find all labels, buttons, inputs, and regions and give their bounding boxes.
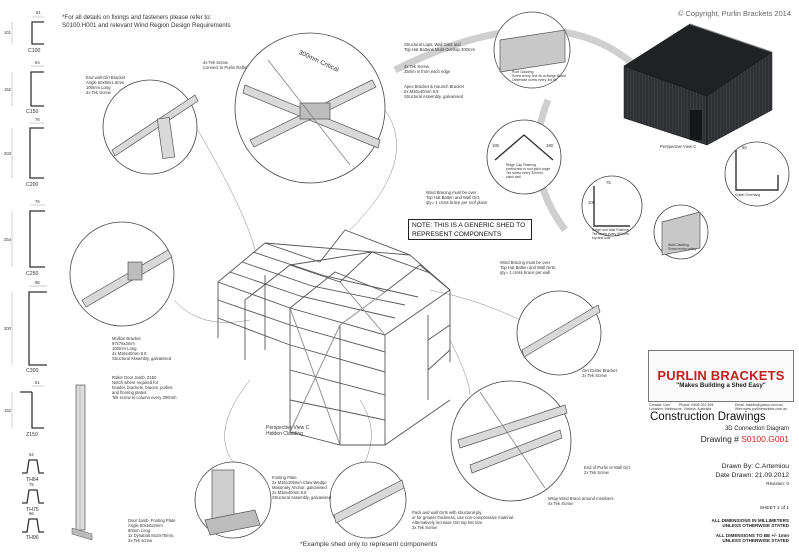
perspective-shed bbox=[623, 23, 773, 146]
section-label-c100: C100 bbox=[28, 48, 41, 54]
revision: Revision: 0 bbox=[766, 481, 789, 486]
section-label-th64: TH64 bbox=[26, 477, 39, 483]
section-dim-z150-w: 61 bbox=[35, 380, 40, 385]
label-perspective-hidden: Perspective View C Hidden Cladding bbox=[266, 425, 310, 437]
section-dim-th96: 96 bbox=[29, 511, 34, 516]
callout-barge-flashing: Barge and Wall Flashing Tek screw every … bbox=[592, 228, 630, 240]
section-label-c200: C200 bbox=[26, 182, 39, 188]
dim-ridge-2: 180 bbox=[546, 143, 553, 148]
drawing-title: Construction Drawings bbox=[650, 411, 766, 423]
company-tagline: "Makes Building a Shed Easy" bbox=[676, 382, 766, 389]
callout-wrap-wind: Wrap Wind Brace around members 4x Tek Sc… bbox=[548, 496, 614, 506]
drawn-by: Drawn By: C.Artemiou bbox=[721, 463, 789, 470]
section-dim-c150-w: 64 bbox=[35, 60, 40, 65]
section-dim-z150-h: 152 bbox=[4, 408, 11, 413]
section-dim-th75: 75 bbox=[29, 482, 34, 487]
section-dim-lines bbox=[11, 16, 47, 428]
section-label-th96: TH96 bbox=[26, 535, 39, 541]
callout-gutter-overhang: Gutter Overhang bbox=[735, 193, 761, 197]
section-label-c300: C300 bbox=[26, 368, 39, 374]
section-dim-c100-h: 101 bbox=[4, 30, 11, 35]
tolerance-note: ALL DIMENSIONS TO BE +/- 1mm UNLESS OTHE… bbox=[715, 533, 789, 543]
profile-c250 bbox=[29, 210, 45, 268]
dim-barge-1: 75 bbox=[606, 180, 611, 185]
units-note: ALL DIMENSIONS IN MILLIMETERS UNLESS OTH… bbox=[711, 518, 790, 528]
callout-wind-bracing-roof: Wind Bracing must be over Top Hat Batten… bbox=[426, 190, 488, 205]
profile-th64 bbox=[22, 459, 44, 474]
drawing-number-label: Drawing # bbox=[700, 434, 742, 444]
profile-c150 bbox=[30, 71, 44, 107]
drawing-number: S0100.G001 bbox=[741, 434, 789, 444]
section-dim-c200-h: 203 bbox=[4, 151, 11, 156]
profile-c200 bbox=[29, 127, 44, 179]
profile-th96 bbox=[22, 518, 44, 533]
callout-ridge-cap: Ridge Cap Flashing rivet/screw to roof p… bbox=[506, 163, 551, 179]
section-dim-c250-w: 76 bbox=[35, 199, 40, 204]
section-label-z150: Z150 bbox=[26, 432, 38, 438]
roller-door-jamb bbox=[71, 384, 93, 541]
section-profiles bbox=[20, 21, 47, 533]
section-label-c250: C250 bbox=[26, 271, 39, 277]
fixings-note: *For all details on fixings and fastener… bbox=[62, 14, 231, 29]
detail-ridge bbox=[486, 119, 562, 195]
section-dim-c100-w: 51 bbox=[36, 10, 41, 15]
callout-roller-door: Roller Door Jamb, Z150 Notch where requi… bbox=[112, 375, 177, 400]
section-label-th75: TH75 bbox=[26, 507, 39, 513]
callout-endwall-girt: End wall Girt Bracket Angle 50x50x1.6mm … bbox=[86, 75, 126, 95]
dim-barge-2: 100 bbox=[588, 200, 595, 205]
callout-tek-edge: 4x Tek Screw, 25mm in from each edge bbox=[404, 64, 451, 74]
drawing-subtitle: 3D Connection Diagram bbox=[724, 426, 789, 432]
callout-roof-cladding: Roof Cladding Screw every 2nd rib at Bar… bbox=[512, 70, 566, 82]
title-block: PURLIN BRACKETS "Makes Building a Shed E… bbox=[645, 350, 795, 554]
section-dim-c150-h: 152 bbox=[4, 87, 11, 92]
company-name: PURLIN BRACKETS bbox=[657, 368, 785, 383]
callout-wind-bracing-wall: Wind Bracing must be over Top Hat Batten… bbox=[500, 260, 557, 275]
drawing-number-line: Drawing # S0100.G001 bbox=[701, 434, 789, 444]
profile-c300 bbox=[28, 291, 47, 366]
profile-c100 bbox=[31, 21, 44, 45]
section-dim-th64: 64 bbox=[29, 452, 34, 457]
callout-girt-bracket: Girt Gutter Bracket 2x Tek Screw bbox=[582, 368, 617, 378]
contact-right: Email: fssinfo@yahoo.com.au Web:www.purl… bbox=[735, 403, 788, 411]
section-dim-c250-h: 254 bbox=[4, 237, 11, 242]
section-dim-c300-w: 96 bbox=[35, 280, 40, 285]
callout-apex-bracket: Apex Bracket & Haunch Bracket 2x M16x40m… bbox=[404, 84, 464, 99]
example-note: *Example shed only to represent componen… bbox=[300, 541, 438, 548]
profile-th75 bbox=[22, 489, 44, 504]
detail-members bbox=[81, 29, 779, 536]
section-dim-c200-w: 76 bbox=[35, 117, 40, 122]
section-label-c150: C150 bbox=[26, 109, 39, 115]
leader-lines bbox=[173, 109, 521, 463]
dim-gutter: 50 bbox=[742, 145, 747, 150]
section-dim-c300-h: 300 bbox=[4, 326, 11, 331]
callout-door-jamb-plate: Door Jamb, Footing Plate Angle 50x50x3mm… bbox=[128, 518, 176, 543]
callout-wall-cladding: Wall Cladding Screw every valley bbox=[668, 243, 697, 251]
label-perspective-c: Perspective View C bbox=[660, 144, 697, 149]
shed-frame bbox=[217, 229, 451, 446]
copyright: © Copyright, Purlin Brackets 2014 bbox=[677, 9, 791, 18]
company-logo: PURLIN BRACKETS "Makes Building a Shed E… bbox=[648, 350, 794, 402]
callout-structural-laps: Structural Laps, Wall Girts and Top Hat … bbox=[404, 42, 475, 52]
detail-purlin-end bbox=[450, 380, 572, 502]
callout-tek-rafter: 4x Tek Screw Connect to Purlin Rafter bbox=[203, 60, 248, 70]
sheet-number: SHEET 1 of 1 bbox=[759, 506, 789, 511]
profile-z150 bbox=[20, 391, 44, 429]
callout-pack-wall: Pack and wall Girts with structural ply,… bbox=[412, 510, 515, 530]
generic-shed-note: NOTE: THIS IS A GENERIC SHED TO REPRESEN… bbox=[408, 219, 532, 240]
callout-mullion-bracket: Mullion Bracket 97x76x3mm 100mm Long 4x … bbox=[112, 336, 172, 361]
detail-mullion bbox=[69, 221, 175, 327]
date-drawn: Date Drawn: 21.09.2012 bbox=[715, 472, 789, 479]
dim-ridge-1: 180 bbox=[492, 143, 499, 148]
callout-footing-plate: Footing Plate 2x M16x105mm Claw Wedge Ma… bbox=[272, 475, 332, 500]
contact-left: Contact: Dan Phone: 0408 022 494 Locatio… bbox=[649, 403, 714, 411]
detail-barge bbox=[581, 175, 643, 237]
callout-end-purlin: End of Purlin or Wall Girt 2x Tek Screw bbox=[584, 465, 630, 475]
